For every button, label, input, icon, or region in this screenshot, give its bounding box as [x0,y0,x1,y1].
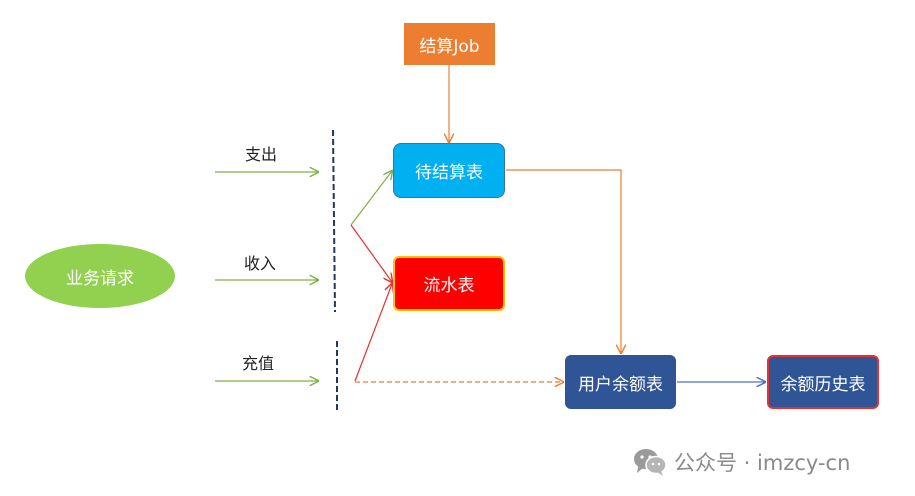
watermark-text: 公众号 · imzcy-cn [674,451,851,475]
arrow-to-pending [350,171,392,226]
transaction-flow-table-label: 流水表 [423,276,475,296]
business-request-node: 业务请求 [25,244,175,308]
balance-history-table-node: 余额历史表 [767,355,879,409]
pending-settlement-table-label: 待结算表 [415,163,483,183]
business-request-label: 业务请求 [66,268,134,289]
wechat-icon [634,449,667,476]
watermark: 公众号 · imzcy-cn [632,447,850,477]
divider-top [332,129,336,313]
balance-history-table-label: 余额历史表 [780,374,866,395]
settlement-job-node: 结算Job [404,23,495,65]
pending-settlement-table-node: 待结算表 [393,143,505,198]
expense-label: 支出 [245,145,278,164]
arrow-to-flow-bottom [354,284,392,382]
transaction-flow-table-node: 流水表 [393,256,505,311]
recharge-label: 充值 [242,354,275,373]
settlement-job-label: 结算Job [419,36,480,57]
user-balance-table-label: 用户余额表 [578,374,663,395]
arrow-pending-to-balance [506,169,621,353]
income-label: 收入 [244,254,277,273]
arrow-to-flow-top [350,224,392,282]
user-balance-table-node: 用户余额表 [565,355,676,409]
